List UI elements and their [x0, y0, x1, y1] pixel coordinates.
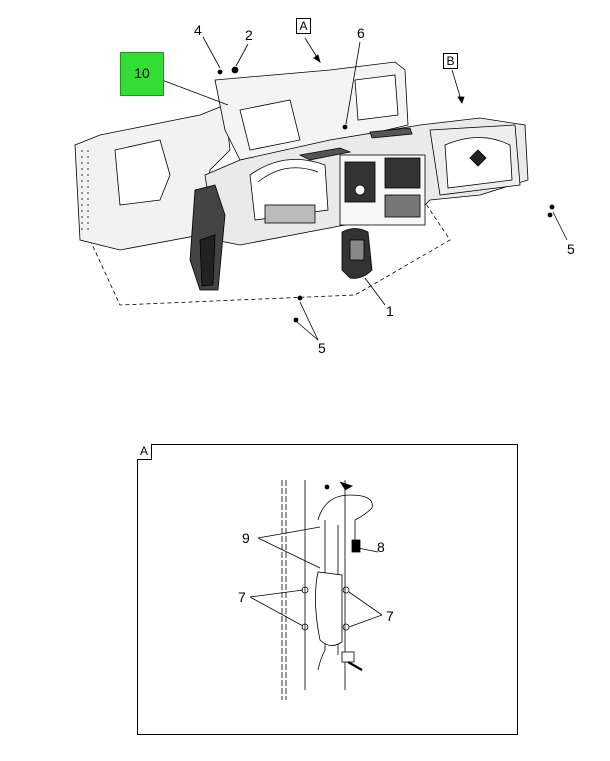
leader-lines-detail — [249, 526, 383, 628]
detail-ref-A[interactable]: A — [296, 18, 311, 34]
dashboard-assembly — [74, 61, 555, 323]
callout-8[interactable]: 8 — [377, 539, 385, 555]
callout-9[interactable]: 9 — [242, 530, 250, 546]
callout-4[interactable]: 4 — [194, 22, 202, 38]
callout-7-right[interactable]: 7 — [386, 608, 394, 624]
callout-1[interactable]: 1 — [386, 303, 394, 319]
detail-A-title: A — [137, 444, 152, 460]
callout-5-left[interactable]: 5 — [318, 340, 326, 356]
callout-10-highlighted[interactable]: 10 — [120, 52, 164, 96]
callout-2[interactable]: 2 — [245, 27, 253, 43]
callout-6[interactable]: 6 — [357, 25, 365, 41]
detail-A-frame — [137, 444, 518, 735]
detail-ref-B[interactable]: B — [443, 53, 458, 69]
detail-A-drawing — [281, 480, 373, 700]
leader-lines-main — [161, 36, 568, 341]
callout-5-right[interactable]: 5 — [567, 241, 575, 257]
callout-7-left[interactable]: 7 — [238, 589, 246, 605]
